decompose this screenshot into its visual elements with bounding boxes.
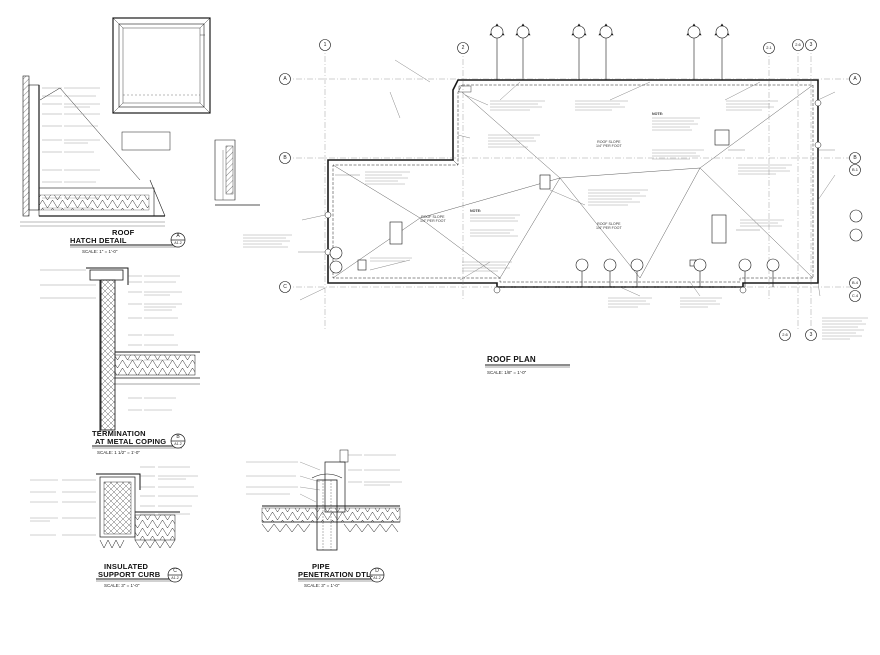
section-markers-bottom (575, 258, 780, 287)
term-callout-letter: B (176, 434, 180, 440)
termination-title-line1: TERMINATION (92, 429, 146, 438)
section-markers-top (489, 23, 730, 80)
term-callout-sheet: A1.2 (174, 442, 182, 446)
grid-col-2-6-bottom: 2.6 (782, 332, 788, 337)
grid-col-1: 1 (323, 42, 327, 48)
grid-col-2-6: 2.6 (795, 42, 801, 47)
termination-note-lines (144, 275, 182, 411)
roof-slope-note-2: ROOF SLOPE 1/4" PER FOOT (420, 215, 446, 224)
pipe-leaders (299, 454, 362, 503)
curb-title-line2: SUPPORT CURB (98, 570, 161, 579)
plan-note-label-1: NOTE: (652, 112, 664, 116)
termination-detail (86, 267, 200, 432)
support-curb-detail (96, 473, 180, 549)
curb-title-line1: INSULATED (104, 562, 149, 571)
support-curb-note-lines (30, 466, 198, 536)
roof-hatch-plan-view (112, 17, 211, 114)
grid-row-b4: B.4 (851, 280, 858, 285)
roof-plan-equipment (357, 129, 730, 271)
grid-row-b: B (283, 155, 287, 161)
pipe-title-line2: PENETRATION DTL. (298, 570, 374, 579)
grid-col-3: 3 (809, 42, 813, 48)
grid-col-2: 2 (461, 45, 465, 51)
detail-callout-bubbles (167, 232, 385, 583)
grid-row-a-right: A (853, 76, 857, 82)
support-curb-leaders (62, 466, 155, 536)
termination-scale: SCALE: 1 1/2" = 1'-0" (97, 450, 140, 455)
roof-plan-grid-bubbles (279, 39, 861, 341)
roof-hatch-notes-lines (64, 87, 100, 209)
pipe-callout-sheet: A1.2 (373, 576, 381, 580)
grid-col-3-bottom: 3 (809, 332, 813, 338)
roof-hatch-scale: SCALE: 1" = 1'-0" (82, 249, 118, 254)
grid-col-2-1: 2.1 (766, 45, 772, 50)
roof-hatch-title-line1: ROOF (112, 228, 135, 237)
roof-slope-note-3: ROOF SLOPE 1/4" PER FOOT (596, 222, 622, 231)
curb-scale: SCALE: 3" = 1'-0" (104, 583, 140, 588)
grid-row-c: C (283, 284, 287, 290)
curb-callout-letter: C (173, 568, 177, 574)
plan-note-label-2: NOTE: (470, 209, 482, 213)
grid-row-c4: C.4 (851, 293, 859, 298)
pipe-penetration-detail (261, 449, 401, 551)
pipe-note-lines (246, 454, 402, 495)
roof-slope-note-1: ROOF SLOPE 1/4" PER FOOT (596, 140, 622, 149)
roof-plan-grid (285, 45, 855, 330)
roof-plan-drains (324, 99, 822, 294)
roof-hatch-leaders (42, 87, 62, 209)
roof-plan-note-text (243, 100, 868, 340)
grid-row-a: A (283, 76, 287, 82)
grid-row-b1: B.1 (851, 167, 858, 172)
pipe-callout-letter: D (375, 568, 379, 574)
curb-callout-sheet: A1.2 (171, 576, 179, 580)
termination-title-line2: AT METAL COPING (95, 437, 167, 446)
roof-plan-scale: SCALE: 1/8" = 1'-0" (487, 370, 527, 375)
pipe-scale: SCALE: 3" = 1'-0" (304, 583, 340, 588)
roof-hatch-section (20, 75, 166, 227)
pipe-title-line1: PIPE (312, 562, 330, 571)
grid-row-b-right: B (853, 155, 857, 161)
roof-plan-slope-lines (332, 84, 814, 279)
roof-plan-outline (327, 79, 819, 288)
side-section-markers (329, 209, 863, 274)
termination-leaders (40, 269, 142, 411)
roof-plan-leaders (298, 59, 836, 301)
roof-hatch-title-line2: HATCH DETAIL (70, 236, 127, 245)
hatch-curb-section (121, 131, 260, 206)
title-underlines (70, 244, 570, 582)
hatch-callout-letter: A (176, 233, 180, 239)
roof-plan-title: ROOF PLAN (487, 355, 536, 364)
hatch-callout-sheet: A1.2 (174, 241, 182, 245)
